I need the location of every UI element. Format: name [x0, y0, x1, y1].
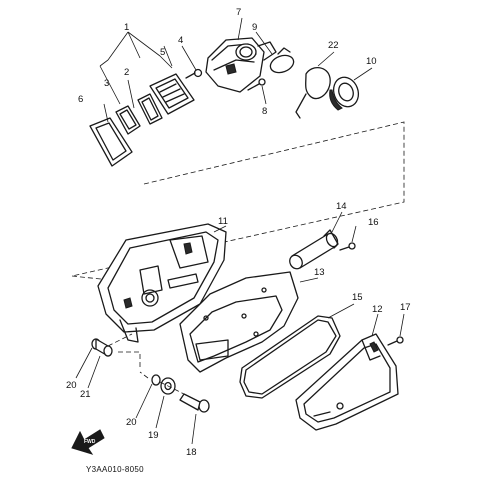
- intake-manifold-part-7: [205, 37, 277, 93]
- connection-dash-line: [71, 121, 405, 281]
- gasket-part-6: [89, 117, 133, 167]
- seal-gasket-part-15: [239, 315, 341, 399]
- collar-part-20: [151, 374, 161, 386]
- case-cover-part-12: [295, 333, 399, 431]
- reed-valve-body: [149, 73, 195, 115]
- callout-10: 10: [366, 56, 377, 67]
- callout-11: 11: [218, 216, 228, 227]
- callout-12: 12: [372, 304, 383, 315]
- element-plate-part-13: [179, 271, 299, 373]
- callout-17: 17: [400, 302, 411, 313]
- callout-21: 21: [80, 389, 91, 400]
- bolt-part-18: [179, 393, 210, 413]
- callout-6: 6: [78, 94, 83, 105]
- callout-15: 15: [352, 292, 363, 303]
- callout-5: 5: [160, 47, 165, 58]
- drawing-code: Y3AA010-8050: [86, 465, 144, 474]
- callout-7: 7: [236, 7, 241, 18]
- callout-22: 22: [328, 40, 339, 51]
- callout-14: 14: [336, 201, 347, 212]
- screw-part-5: [185, 68, 203, 79]
- callout-4: 4: [178, 35, 183, 46]
- callout-8: 8: [262, 106, 267, 117]
- reed-petal-part-3: [115, 105, 141, 135]
- callout-16: 16: [368, 217, 379, 228]
- clamp-part-9: [269, 47, 295, 74]
- bushing-part-21: [91, 338, 113, 357]
- leader-lines-top: [103, 17, 373, 123]
- callout-20-left: 20: [66, 380, 77, 391]
- callout-19: 19: [148, 430, 159, 441]
- air-cleaner-case-part-11: [97, 223, 227, 343]
- bolt-part-8: [247, 78, 266, 91]
- bracket-1: [99, 31, 161, 67]
- callout-13: 13: [314, 267, 325, 278]
- forward-arrow-icon: FWD: [71, 429, 105, 455]
- forward-arrow-label: FWD: [84, 439, 96, 445]
- intake-tube-part-14: [289, 229, 339, 270]
- screw-part-16: [339, 242, 356, 251]
- leader-lines-lower: [75, 211, 405, 445]
- callout-1: 1: [124, 22, 129, 33]
- bracket-lines: [99, 55, 173, 105]
- screw-part-17: [387, 336, 404, 346]
- callout-18: 18: [186, 447, 197, 458]
- callout-9: 9: [252, 22, 257, 33]
- callout-2: 2: [124, 67, 129, 78]
- stopper-plate-part-2: [137, 93, 163, 125]
- callout-3: 3: [104, 78, 109, 89]
- callout-20-lower: 20: [126, 417, 137, 428]
- wire-spring-part-22: [295, 67, 331, 119]
- seal-ring-part-10: [329, 76, 360, 111]
